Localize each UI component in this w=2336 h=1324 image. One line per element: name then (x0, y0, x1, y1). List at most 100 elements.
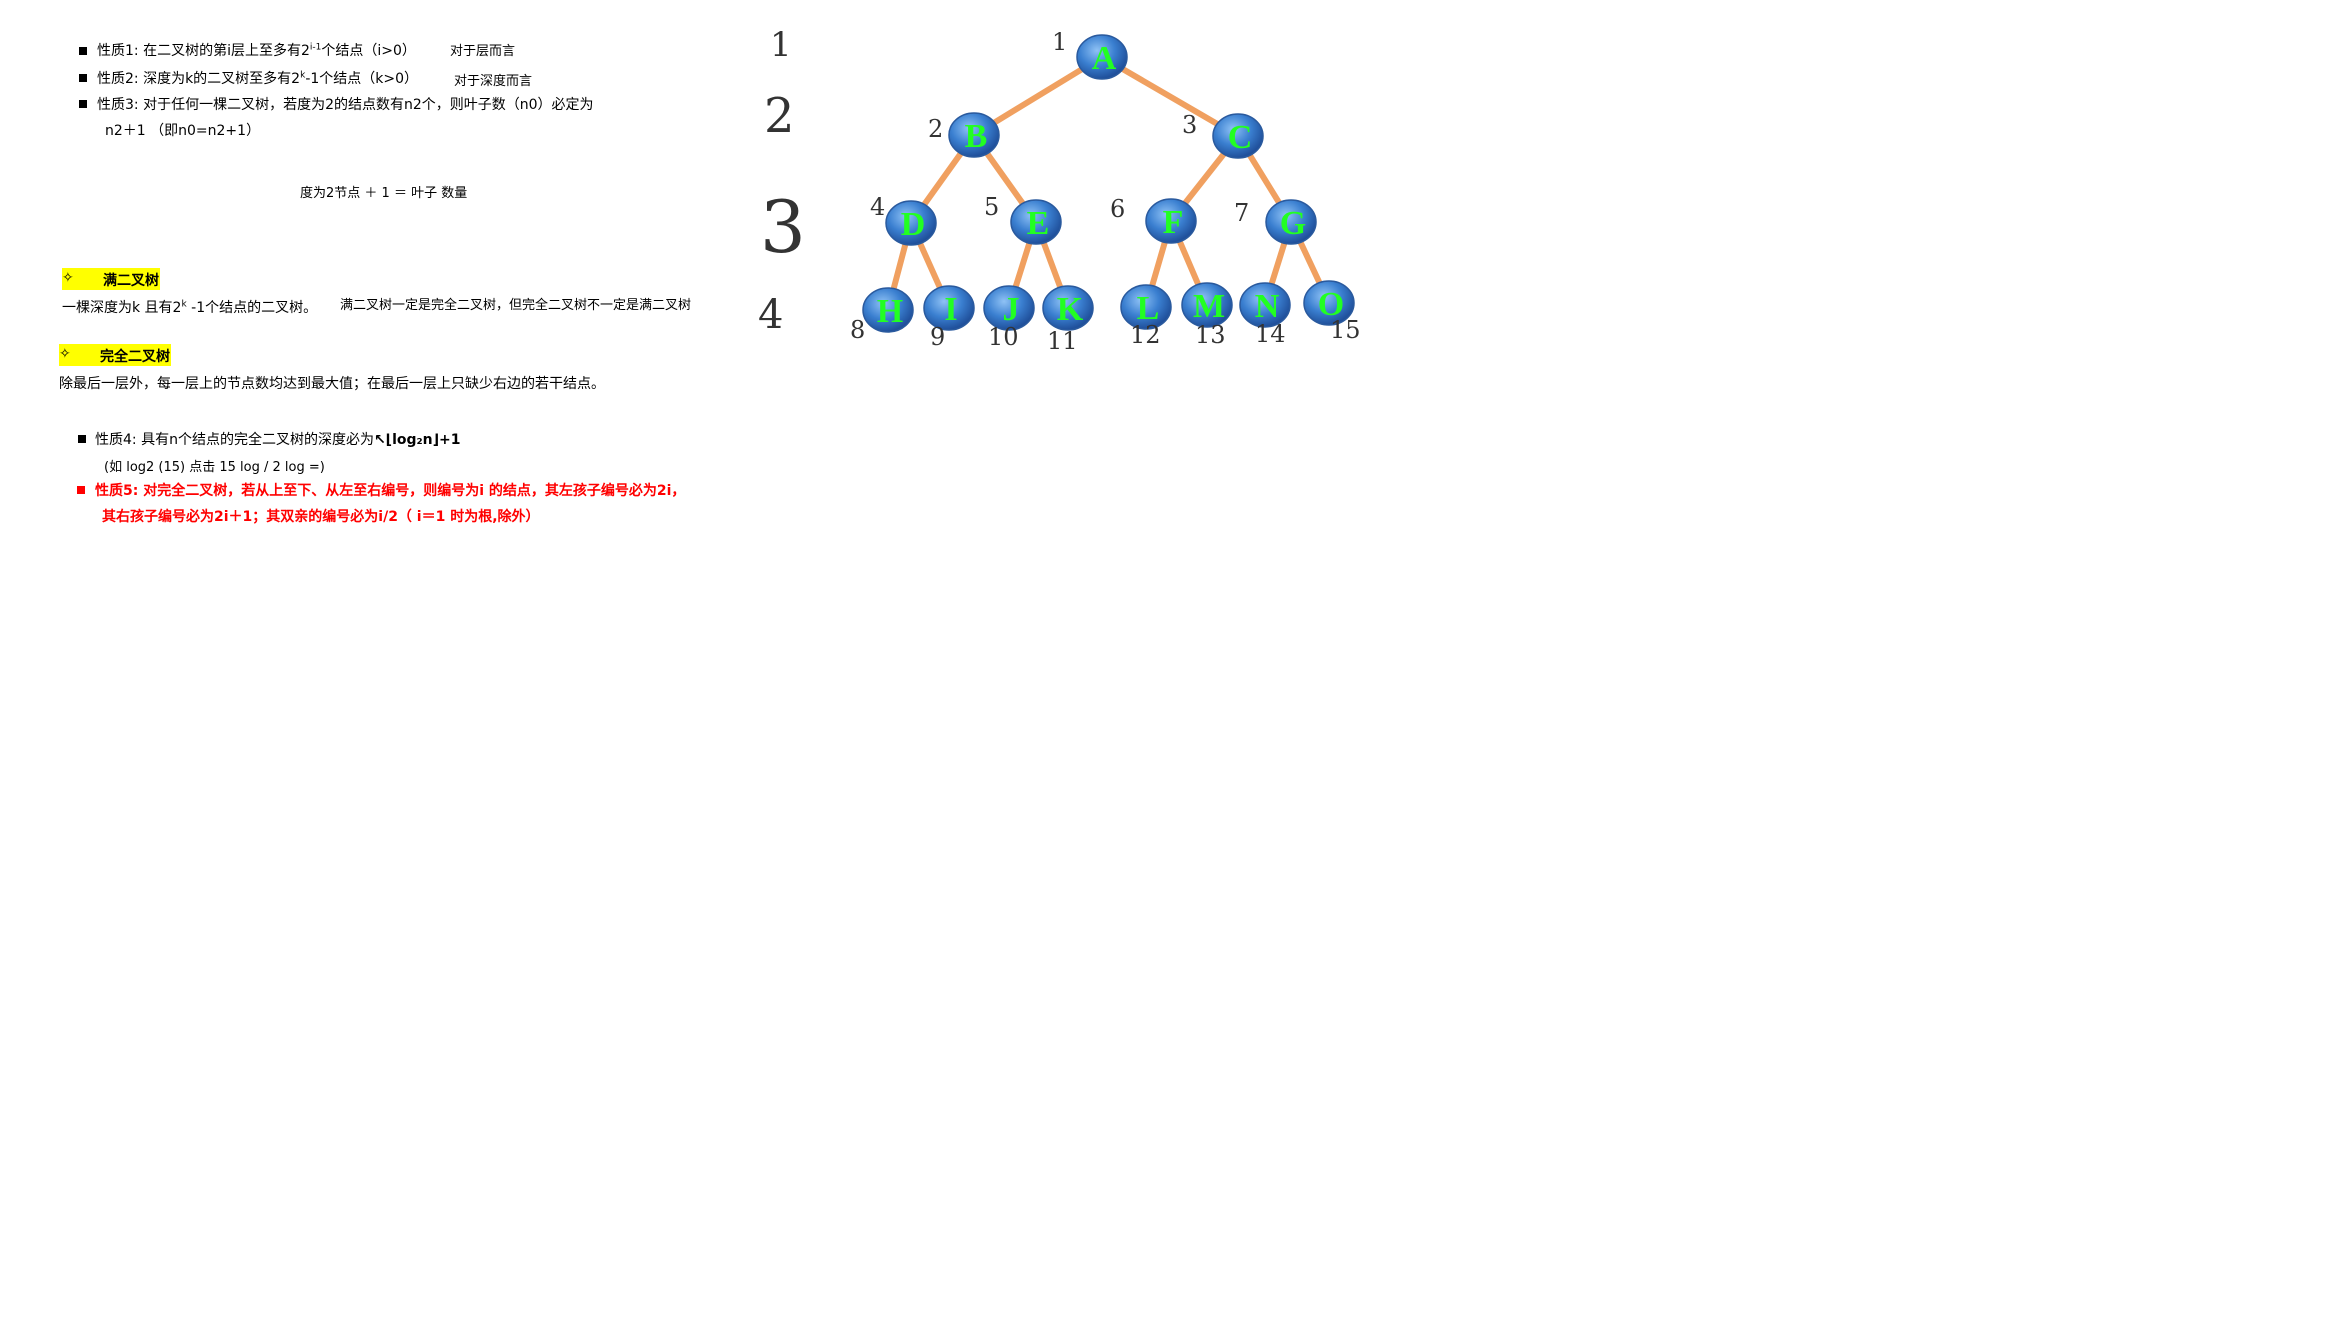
node-number: 14 (1255, 320, 1286, 348)
tree-node-circle (1181, 282, 1233, 328)
tree-node-label: H (877, 293, 903, 330)
tree-node-k: K (1042, 285, 1094, 331)
property-2-note: 对于深度而言 (454, 74, 533, 89)
full-tree-title: 满二叉树 (103, 273, 159, 289)
diamond-icon: ✧ (62, 270, 74, 286)
tree-node-label: E (1027, 205, 1050, 242)
tree-node-label: A (1092, 40, 1117, 77)
degree-note: 度为2节点 ＋ 1 ＝ 叶子 数量 (300, 186, 468, 201)
tree-edge (1099, 54, 1241, 139)
level-number: 4 (758, 292, 783, 338)
node-number: 9 (930, 323, 945, 351)
tree-node-circle (862, 287, 914, 333)
level-number: 1 (770, 25, 792, 65)
node-number: 8 (850, 316, 865, 344)
p1-pre: 性质1: 在二叉树的第i层上至多有2 (97, 43, 310, 59)
tree-node-circle (885, 200, 937, 246)
node-number: 4 (870, 193, 885, 221)
p2-sup: k (300, 70, 306, 81)
tree-node-l: L (1120, 284, 1172, 330)
tree-node-label: B (965, 118, 988, 155)
property-4-text: 性质4: 具有n个结点的完全二叉树的深度必为↖⌊log₂n⌋+1 (95, 429, 461, 449)
bullet-p4 (78, 435, 86, 443)
property-1-text: 性质1: 在二叉树的第i层上至多有2i-1个结点（i>0） (97, 40, 416, 60)
complete-tree-title: 完全二叉树 (100, 349, 170, 365)
p1-sup: i-1 (309, 42, 322, 53)
property-5-line2: 其右孩子编号必为2i＋1；其双亲的编号必为i/2（ i＝1 时为根,除外） (102, 509, 540, 525)
tree-node-circle (1042, 285, 1094, 331)
full-tree-heading: ✧ 满二叉树 (62, 268, 160, 290)
tree-node-b: B (948, 112, 1000, 158)
bullet-p5 (77, 486, 85, 494)
full-tree-def-sup: k (181, 299, 187, 310)
tree-node-a: A (1076, 34, 1128, 80)
tree-node-j: J (983, 285, 1035, 331)
tree-node-circle (1145, 198, 1197, 244)
node-number: 7 (1234, 199, 1249, 227)
level-numbers: 1 2 3 4 (758, 25, 806, 338)
p4-formula: ↖⌊log₂n⌋+1 (373, 432, 461, 448)
p2-post: -1个结点（k>0） (305, 71, 419, 87)
node-number: 3 (1182, 111, 1197, 139)
tree-node-label: I (944, 291, 957, 328)
full-tree-note: 满二叉树一定是完全二叉树，但完全二叉树不一定是满二叉树 (340, 298, 692, 313)
tree-node-label: N (1255, 288, 1280, 325)
property-5-line1: 性质5: 对完全二叉树，若从上至下、从左至右编号，则编号为i 的结点，其左孩子编… (95, 483, 686, 499)
tree-node-h: H (862, 287, 914, 333)
node-number: 12 (1130, 321, 1161, 349)
node-number: 11 (1047, 327, 1078, 355)
complete-tree-definition: 除最后一层外，每一层上的节点数均达到最大值；在最后一层上只缺少右边的若干结点。 (59, 376, 605, 392)
bullet-p3 (79, 100, 87, 108)
tree-node-circle (923, 285, 975, 331)
tree-node-f: F (1145, 198, 1197, 244)
level-number: 2 (764, 88, 795, 144)
tree-node-g: G (1265, 199, 1317, 245)
tree-node-e: E (1010, 199, 1062, 245)
full-tree-definition: 一棵深度为k 且有2k -1个结点的二叉树。 (62, 297, 317, 317)
node-number: 1 (1052, 28, 1067, 56)
tree-node-circle (1120, 284, 1172, 330)
full-tree-def-pre: 一棵深度为k 且有2 (62, 300, 182, 316)
property-1-note: 对于层而言 (450, 44, 516, 59)
tree-node-circle (1212, 113, 1264, 159)
level-number: 3 (760, 185, 806, 269)
tree-node-label: G (1280, 205, 1306, 242)
tree-node-label: M (1193, 288, 1225, 325)
tree-node-circle (948, 112, 1000, 158)
complete-tree-heading: ✧ 完全二叉树 (59, 344, 171, 366)
p4-pre: 性质4: 具有n个结点的完全二叉树的深度必为 (95, 432, 374, 448)
tree-node-label: C (1228, 119, 1253, 156)
tree-node-circle (983, 285, 1035, 331)
tree-node-label: D (901, 206, 926, 243)
tree-node-o: O (1303, 280, 1355, 326)
full-tree-def-post: -1个结点的二叉树。 (186, 300, 318, 316)
tree-node-circle (1303, 280, 1355, 326)
property-3-line1: 性质3: 对于任何一棵二叉树，若度为2的结点数有n2个，则叶子数（n0）必定为 (97, 97, 594, 113)
node-number: 6 (1110, 195, 1125, 223)
tree-node-label: F (1163, 204, 1184, 241)
tree-node-circle (1265, 199, 1317, 245)
tree-node-label: J (1003, 291, 1020, 328)
property-3-line2: n2＋1 （即n0=n2+1） (105, 123, 261, 139)
node-number: 10 (988, 323, 1019, 351)
node-number: 5 (984, 193, 999, 221)
diamond-icon: ✧ (59, 346, 71, 362)
tree-node-label: O (1318, 286, 1344, 323)
bullet-p1 (79, 47, 87, 55)
tree-node-circle (1239, 282, 1291, 328)
tree-node-label: L (1137, 290, 1160, 327)
property-2-text: 性质2: 深度为k的二叉树至多有2k-1个结点（k>0） (97, 68, 418, 88)
node-number: 13 (1195, 321, 1226, 349)
bullet-p2 (79, 74, 87, 82)
p2-pre: 性质2: 深度为k的二叉树至多有2 (97, 71, 301, 87)
tree-node-m: M (1181, 282, 1233, 328)
tree-node-d: D (885, 200, 937, 246)
node-number: 15 (1330, 316, 1361, 344)
tree-node-circle (1010, 199, 1062, 245)
tree-edge (971, 54, 1105, 138)
node-number: 2 (928, 115, 943, 143)
tree-node-label: K (1057, 291, 1084, 328)
p1-post: 个结点（i>0） (321, 43, 416, 59)
tree-node-i: I (923, 285, 975, 331)
